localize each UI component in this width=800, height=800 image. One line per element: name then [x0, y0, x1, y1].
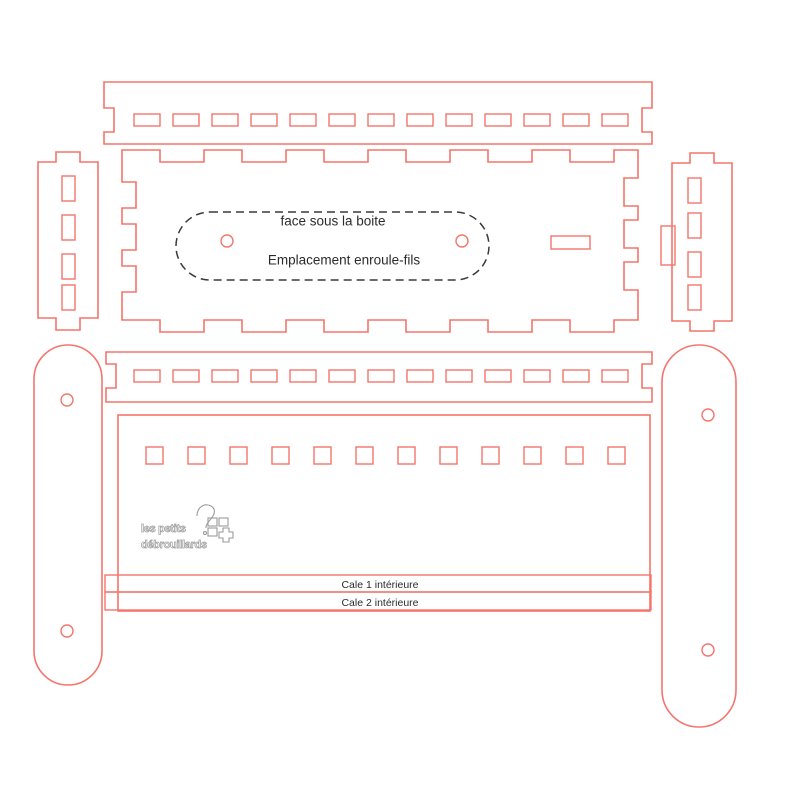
- left-side-panel-slots: [61, 175, 76, 311]
- part-main-bottom-face: face sous la boite Emplacement enroule-f…: [121, 149, 639, 333]
- cale-1-label: Cale 1 intérieure: [341, 579, 418, 591]
- bottom-main-panel-slots: [145, 446, 626, 465]
- cale-2-outline: [104, 591, 652, 611]
- main-face-outline: [121, 149, 639, 333]
- part-cale-2: Cale 2 intérieure: [104, 591, 652, 611]
- part-cale-1: Cale 1 intérieure: [104, 574, 652, 593]
- puzzle-square-1-icon: [207, 517, 218, 527]
- question-mark-icon: [196, 504, 215, 529]
- main-face-hole-right: [455, 234, 469, 248]
- puzzle-square-2-icon: [207, 527, 218, 537]
- logo-line-1: les petits: [141, 523, 186, 535]
- part-left-rounded-panel: [33, 344, 103, 686]
- right-rounded-panel-hole-top: [701, 408, 715, 422]
- left-rounded-panel-hole-top: [60, 393, 74, 407]
- logo-les-petits-debrouillards: les petits débrouillards: [141, 504, 234, 551]
- right-side-panel-edge-notch: [660, 225, 676, 266]
- left-side-panel-outline: [37, 151, 99, 331]
- left-rounded-panel-hole-bottom: [60, 624, 74, 638]
- part-right-side-panel: [660, 152, 733, 332]
- puzzle-square-3-icon: [218, 517, 229, 527]
- right-side-panel-slots: [687, 177, 702, 311]
- main-face-rect-slot: [550, 235, 591, 250]
- cale-2-label: Cale 2 intérieure: [341, 597, 418, 609]
- top-strip-slots: [133, 113, 629, 127]
- bottom-main-panel-outline: [117, 414, 651, 612]
- plus-icon: [218, 527, 234, 543]
- logo-line-2: débrouillards: [141, 539, 207, 551]
- part-right-rounded-panel: [661, 344, 737, 728]
- second-strip-slots: [133, 369, 629, 383]
- part-top-strip: [103, 81, 653, 145]
- main-face-hole-left: [220, 234, 234, 248]
- emplacement-enroule-fils-label: Emplacement enroule-fils: [268, 253, 421, 268]
- left-rounded-panel-outline: [33, 344, 103, 686]
- face-sous-la-boite-label: face sous la boite: [280, 214, 385, 229]
- enroule-fils-outline: [175, 211, 490, 281]
- right-side-panel-outline: [671, 152, 733, 332]
- part-left-side-panel: [37, 151, 99, 331]
- right-rounded-panel-outline: [661, 344, 737, 728]
- top-strip-outline: [103, 81, 653, 145]
- part-second-strip: [105, 351, 653, 403]
- part-bottom-main-panel: les petits débrouillards: [117, 414, 651, 612]
- question-mark-dot-icon: [202, 530, 208, 536]
- second-strip-outline: [105, 351, 653, 403]
- right-rounded-panel-hole-bottom: [701, 643, 715, 657]
